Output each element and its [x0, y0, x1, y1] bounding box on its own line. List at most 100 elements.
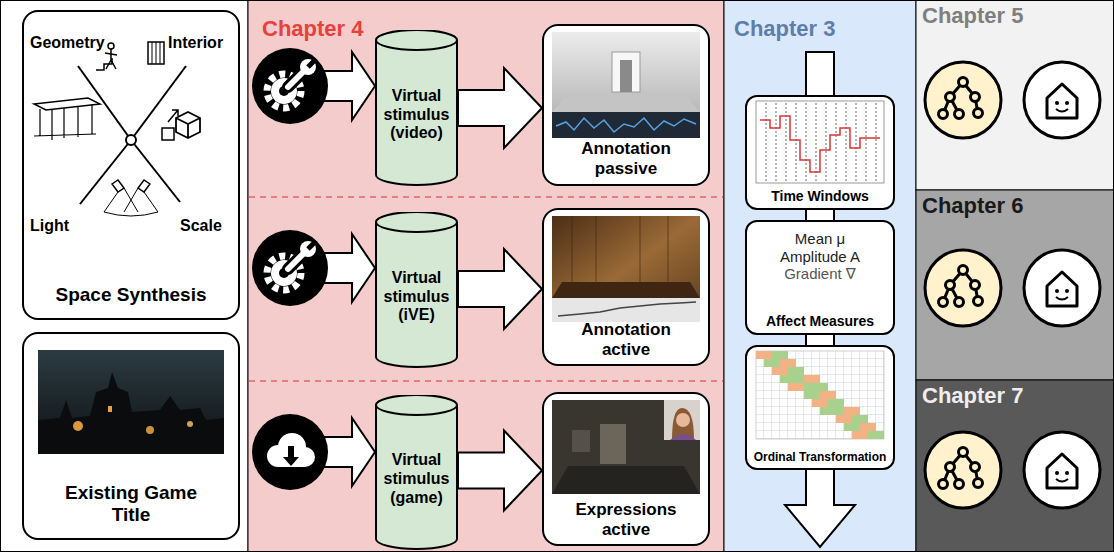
game-title-box: Existing Game Title [22, 332, 240, 540]
time-window-chart [760, 116, 880, 172]
passive-screenshot [552, 32, 700, 138]
game-screenshot [38, 350, 224, 454]
stimulus-cylinder: Virtual stimulus (game) [375, 395, 458, 550]
game-screenshot [73, 421, 83, 431]
node-text: Time Windows [771, 188, 869, 204]
chapter-title: Chapter 4 [262, 16, 363, 42]
synthesis-sketch [80, 140, 131, 204]
node-text: Expressions active [561, 500, 691, 540]
passive-screenshot [552, 32, 700, 138]
passive-screenshot [552, 92, 700, 112]
block-arrow [458, 249, 542, 329]
synthesis-sketch [108, 43, 114, 49]
passive-screenshot [620, 60, 632, 92]
time-window-chart [756, 101, 884, 183]
synthesis-sketch [105, 49, 117, 69]
box-fill [745, 95, 895, 210]
ordinal-matrix [860, 423, 876, 431]
ordinal-matrix [868, 431, 884, 439]
expression-screenshot [600, 424, 626, 464]
active-screenshot [552, 282, 700, 298]
synthesis-sketch [152, 42, 160, 64]
node-text: Ordinal Transformation [754, 450, 887, 464]
ordinal-matrix [844, 423, 860, 431]
annotation-box: Annotation passive [542, 24, 710, 186]
ordinal-matrix [852, 431, 868, 439]
synthesis-sketch [34, 98, 100, 110]
chapter-panel: Chapter 6 [916, 190, 1114, 380]
cylinder-shape [376, 30, 457, 185]
time-window-chart [756, 101, 884, 183]
aspect-label: Geometry [30, 34, 105, 52]
active-screenshot [552, 216, 700, 322]
panel-grounds [916, 380, 1114, 552]
node-text: Amplitude A [780, 248, 860, 266]
synthesis-sketch [162, 128, 174, 140]
chapter-title: Chapter 7 [922, 383, 1023, 409]
ordinal-matrix [772, 367, 788, 375]
chapter-panel: Chapter 7 [916, 380, 1114, 552]
ordinal-matrix [772, 351, 788, 359]
block-arrow [458, 68, 542, 148]
ordinal-matrix [780, 375, 804, 383]
expression-screenshot [670, 434, 696, 440]
ordinal-matrix [788, 367, 804, 375]
panel-grounds [248, 1, 724, 552]
row-icon [252, 230, 328, 306]
synthesis-sketch [34, 42, 200, 216]
ordinal-matrix [756, 351, 772, 359]
synthesis-sketch [126, 135, 136, 145]
passive-screenshot [552, 112, 700, 138]
passive-screenshot [556, 118, 696, 132]
synthesis-sketch [78, 66, 131, 140]
cylinder-shape [376, 212, 457, 367]
cylinder-shape [376, 395, 457, 549]
chapter-icon [1024, 62, 1100, 138]
active-screenshot [558, 302, 696, 316]
node-text: Existing Game Title [56, 482, 206, 526]
chapter-icon [1024, 250, 1100, 326]
ordinal-matrix [804, 391, 820, 399]
synthesis-box: Space Synthesis [22, 10, 240, 320]
box-fill [745, 95, 895, 470]
synthesis-sketch [131, 140, 180, 202]
chapter-title: Chapter 6 [922, 193, 1023, 219]
node-text: Virtual stimulus (iVE) [378, 269, 455, 325]
ordinal-matrix [756, 351, 884, 439]
node-text: Virtual stimulus (game) [378, 451, 455, 507]
node-text: Affect Measures [766, 313, 874, 329]
expression-box: Expressions active [542, 392, 710, 546]
chapter-title: Chapter 3 [734, 16, 835, 42]
box-fill [22, 10, 710, 546]
expression-screenshot [552, 400, 700, 494]
synthesis-sketch [168, 110, 178, 122]
aspect-label: Interior [168, 34, 223, 52]
row-icon [252, 414, 328, 490]
chapter-panel: Chapter 3Time WindowsMean μAmplitude AGr… [724, 0, 916, 552]
ordinal-matrix [764, 359, 780, 367]
game-screenshot [108, 406, 112, 412]
chapter-panel: Chapter 5 [916, 0, 1114, 190]
ordinal-matrix [852, 415, 868, 423]
stimulus-cylinder: Virtual stimulus (video) [375, 30, 458, 186]
cylinder-rim [376, 222, 457, 232]
game-screenshot [38, 350, 224, 454]
synthesis-sketch [112, 180, 150, 192]
aspect-label: Scale [180, 217, 222, 235]
row-divider [249, 196, 723, 198]
box-fill [542, 24, 710, 186]
chapter-icon [925, 62, 1001, 138]
row-divider [249, 197, 723, 381]
block-arrow [458, 431, 542, 511]
node-text: Space Synthesis [55, 284, 206, 306]
box-fill [22, 332, 240, 540]
node-text: Annotation active [561, 320, 691, 360]
ordinal-matrix [836, 415, 852, 423]
node-text: Mean μ [795, 230, 845, 248]
active-screenshot [552, 216, 700, 322]
expression-screenshot [552, 400, 700, 494]
